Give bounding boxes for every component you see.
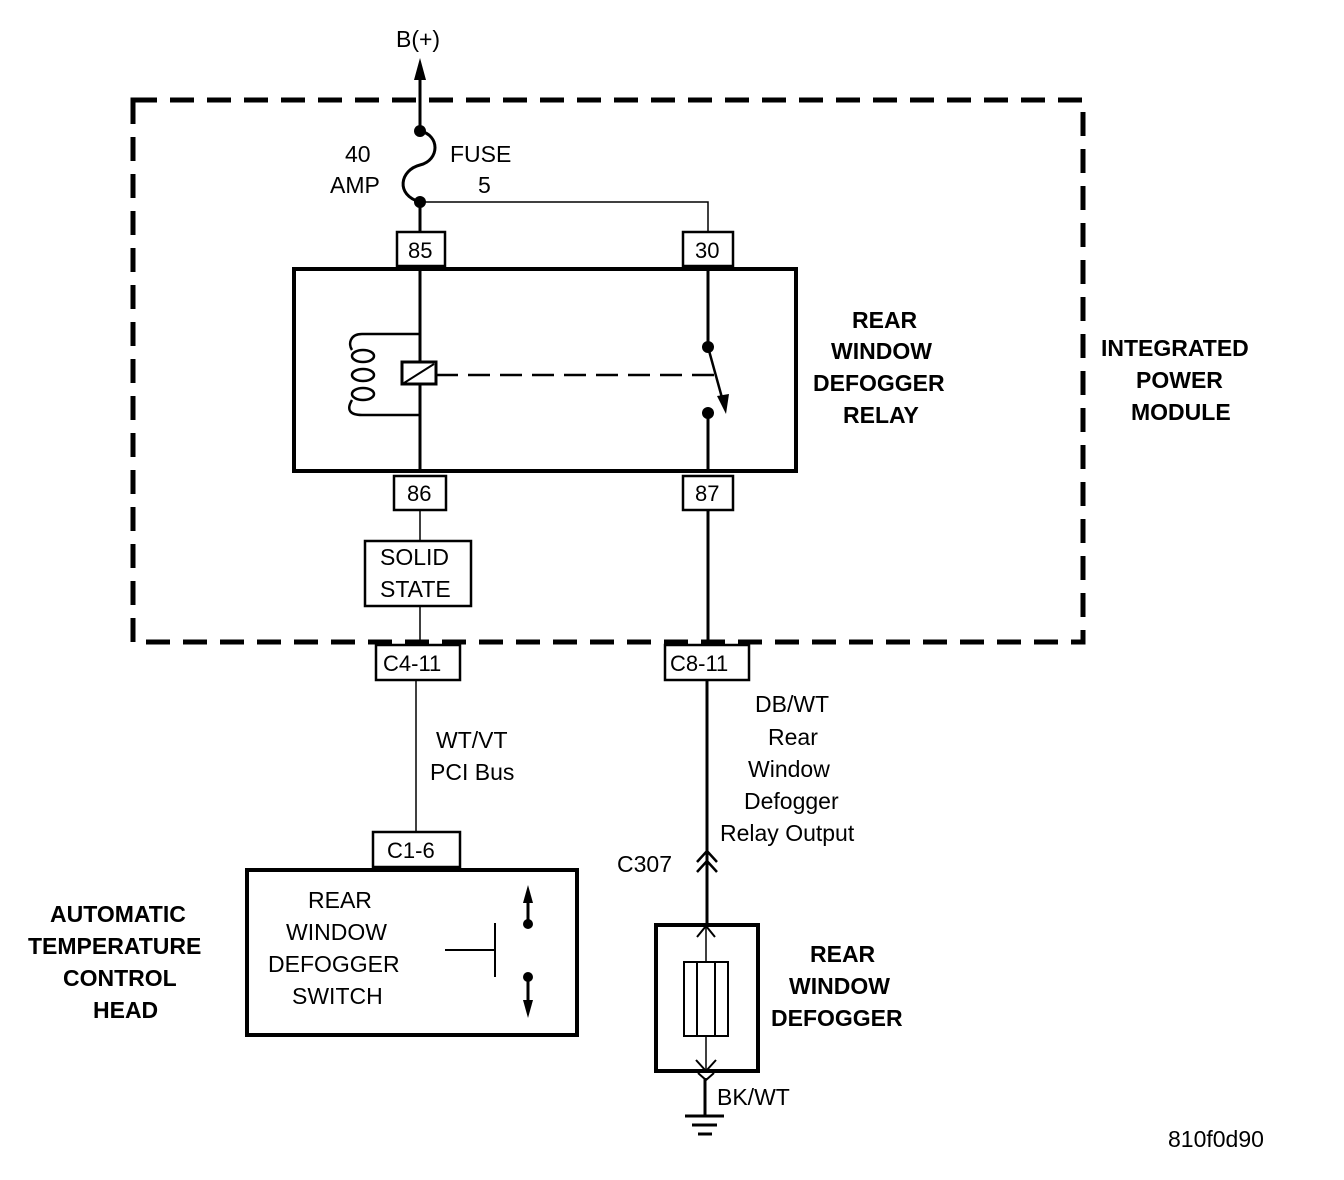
power-arrow-icon — [414, 58, 426, 130]
momentary-switch-icon — [445, 885, 533, 1018]
fuse-rating-2: AMP — [330, 172, 380, 198]
pin-85-label: 85 — [408, 238, 432, 263]
power-source-label: B(+) — [396, 26, 440, 52]
fuse-name-1: FUSE — [450, 141, 511, 167]
atc-label-4: HEAD — [93, 997, 158, 1023]
connector-c1-6-label: C1-6 — [387, 838, 435, 863]
relay-box — [292, 267, 798, 473]
pin-86-box — [392, 474, 448, 512]
relay-label-1: REAR — [852, 307, 918, 333]
fuse-output-wire — [418, 201, 709, 232]
pci-bus-label-2: PCI Bus — [430, 759, 514, 785]
atc-label-2: TEMPERATURE — [28, 933, 201, 959]
atc-label-1: AUTOMATIC — [50, 901, 186, 927]
pin-85-box — [395, 230, 447, 268]
solid-state-box — [363, 539, 473, 608]
pci-bus-label-1: WT/VT — [436, 727, 508, 753]
relay-label-2: WINDOW — [831, 338, 932, 364]
switch-label-3: DEFOGGER — [268, 951, 400, 977]
fuse-symbol — [401, 125, 437, 208]
relay-switch-contact-icon — [702, 269, 729, 471]
ground-icon — [685, 1114, 724, 1136]
connector-c8-11 — [663, 643, 751, 682]
defogger-grid-icon — [683, 924, 729, 1082]
pin-86-label: 86 — [407, 481, 431, 506]
relay-output-label-5: Relay Output — [720, 820, 855, 846]
connector-c1-6 — [371, 830, 462, 869]
relay-output-label-1: DB/WT — [755, 691, 829, 717]
fuse-name-2: 5 — [478, 172, 491, 198]
solid-state-label-1: SOLID — [380, 544, 449, 570]
ipm-label-1: INTEGRATED — [1101, 335, 1249, 361]
relay-output-label-3: Window — [748, 756, 830, 782]
relay-output-label-2: Rear — [768, 724, 818, 750]
switch-label-2: WINDOW — [286, 919, 387, 945]
integrated-power-module-boundary — [130, 97, 1086, 645]
relay-coil-icon — [348, 332, 438, 417]
fuse-rating-1: 40 — [345, 141, 371, 167]
relay-output-label-4: Defogger — [744, 788, 839, 814]
switch-label-1: REAR — [308, 887, 372, 913]
solid-state-label-2: STATE — [380, 576, 451, 602]
relay-label-4: RELAY — [843, 402, 919, 428]
atc-label-3: CONTROL — [63, 965, 177, 991]
defogger-label-3: DEFOGGER — [771, 1005, 903, 1031]
ipm-label-2: POWER — [1136, 367, 1223, 393]
ipm-label-3: MODULE — [1131, 399, 1231, 425]
connector-c307-label: C307 — [617, 851, 672, 877]
switch-label-4: SWITCH — [292, 983, 383, 1009]
pin-30-box — [681, 230, 735, 268]
defogger-label-1: REAR — [810, 941, 876, 967]
atc-head-box — [245, 868, 579, 1037]
defogger-label-2: WINDOW — [789, 973, 890, 999]
connector-c4-11 — [374, 643, 462, 682]
connector-c8-11-label: C8-11 — [670, 651, 728, 676]
figure-code: 810f0d90 — [1168, 1126, 1264, 1152]
pin-87-label: 87 — [695, 481, 719, 506]
connector-c4-11-label: C4-11 — [383, 651, 441, 676]
ground-wire-label: BK/WT — [717, 1084, 790, 1110]
pin-30-label: 30 — [695, 238, 719, 263]
relay-label-3: DEFOGGER — [813, 370, 945, 396]
c307-connector-icon — [696, 849, 718, 873]
